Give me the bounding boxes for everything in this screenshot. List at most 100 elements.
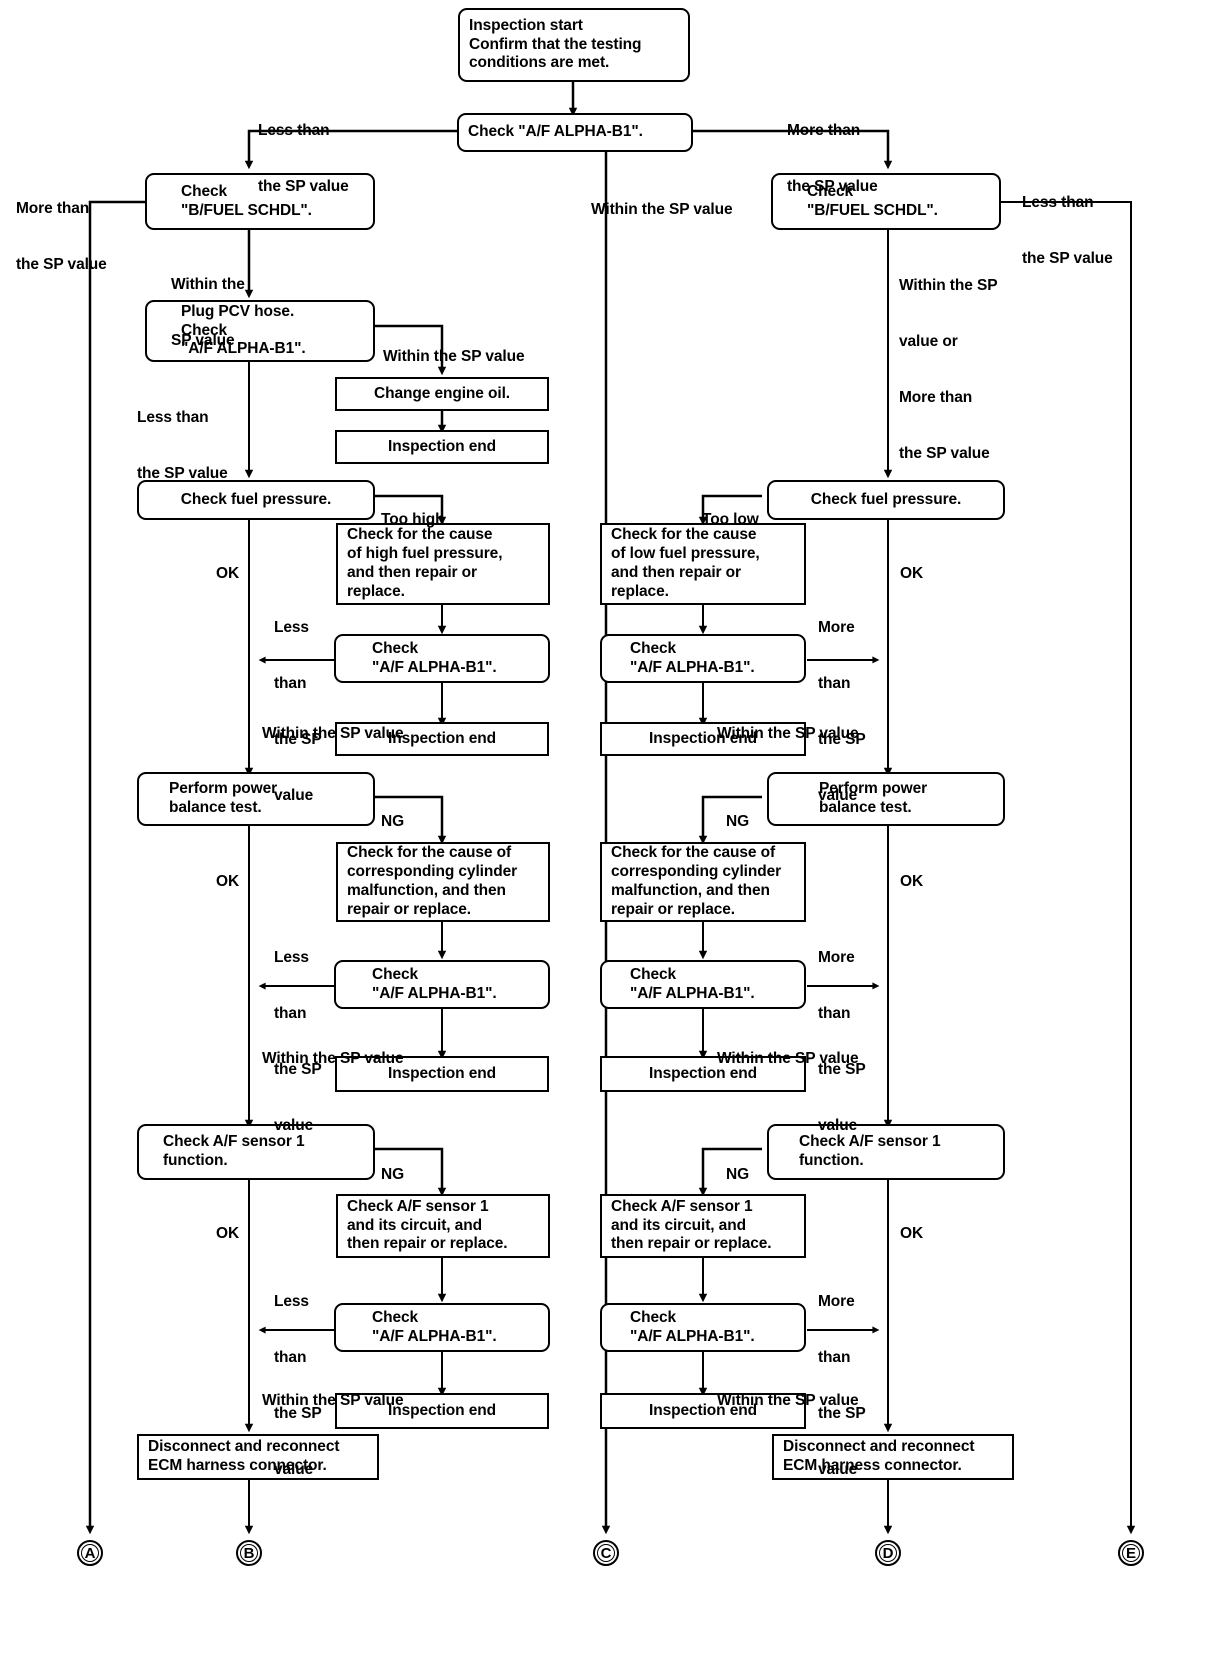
edge-label-less-than-sp-top-left: Less than the SP value [258,85,349,234]
edge-label-line: than [274,1348,307,1366]
edge-label-line: More [818,619,855,637]
node-line: conditions are met. [469,54,610,72]
terminator-label: D [882,1544,894,1562]
node-line: "B/FUEL SCHDL". [807,201,938,219]
edge-label-less-than-sp-stack-2: Less than the SP value [274,912,322,1172]
edge-label-ok-power-right: OK [900,836,923,929]
edge-label-line: NG [381,1166,405,1184]
node-line: then repair or replace. [347,1235,508,1253]
edge-label-line: SP value [171,331,235,349]
node-line: Check for the cause of [611,844,776,862]
edge-label-ok-sensor-left: OK [216,1188,239,1281]
node-inspection-start: Inspection start Confirm that the testin… [458,8,690,82]
node-line: Check [372,965,419,983]
edge-label-line: the SP value [787,177,878,195]
edge-label-line: OK [216,1225,240,1243]
edge-label-line: NG [381,813,405,831]
terminator-label: A [84,1544,96,1562]
node-line: Check [630,639,677,657]
edge-label-within-or-more-sp-right: Within the SP value or More than the SP … [899,240,998,500]
edge-label-line: OK [216,873,240,891]
node-line: malfunction, and then [611,882,770,899]
node-line: "A/F ALPHA-B1". [630,1327,755,1345]
edge-label-ok-sensor-right: OK [900,1188,923,1281]
edge-label-line: OK [900,1225,924,1243]
edge-label-line: More than [787,122,861,140]
edge-label-within-sp-right-2: Within the SP value [717,1013,859,1106]
edge-label-within-sp-right-1: Within the SP value [717,688,859,781]
node-check-af-alpha-b1-right-1: Check "A/F ALPHA-B1". [600,634,806,683]
edge-label-more-than-sp-stack-3: More than the SP value [818,1256,866,1516]
node-check-af-alpha-b1-right-2: Check "A/F ALPHA-B1". [600,960,806,1009]
edge-label-more-than-sp-top-right: More than the SP value [787,85,878,234]
terminator-d: D [875,1540,901,1566]
edge-label-within-sp-center: Within the SP value [591,164,733,257]
node-line: function. [163,1152,228,1169]
node-check-b-fuel-schdl-right: Check "B/FUEL SCHDL". [771,173,1001,230]
node-line: Check [372,1308,419,1326]
edge-label-line: NG [726,813,750,831]
node-line: Check fuel pressure. [180,490,332,508]
node-line: "B/FUEL SCHDL". [181,201,312,219]
edge-label-line: the SP [274,730,322,748]
edge-label-line: OK [900,565,924,583]
edge-label-line: Within the SP value [262,725,404,743]
edge-label-line: Within the SP value [717,1392,859,1410]
node-line: Check for the cause [347,526,493,544]
edge-label-line: Within the [171,276,245,294]
node-cause-high-fuel-pressure: Check for the cause of high fuel pressur… [336,523,550,605]
terminator-b: B [236,1540,262,1566]
edge-label-line: value [818,1460,858,1478]
node-check-fuel-pressure-right: Check fuel pressure. [767,480,1005,520]
node-line: Check for the cause of [347,844,512,862]
node-line: Check "A/F ALPHA-B1". [468,123,643,141]
edge-label-line: Within the SP value [717,1050,859,1068]
node-line: Inspection end [649,1064,757,1082]
node-line: replace. [611,582,669,600]
node-change-engine-oil: Change engine oil. [335,377,549,411]
node-line: "A/F ALPHA-B1". [372,1327,497,1345]
edge-label-line: the SP value [899,444,990,462]
edge-label-ng-power-right: NG [726,776,749,869]
node-check-af-sensor-1-function-left: Check A/F sensor 1 function. [137,1124,375,1180]
terminator-label: E [1125,1544,1136,1562]
edge-label-line: Less [274,619,309,637]
edge-label-line: value [274,1116,314,1134]
terminator-c: C [593,1540,619,1566]
node-line: "A/F ALPHA-B1". [630,984,755,1002]
edge-label-line: than [818,1004,851,1022]
edge-label-line: value [818,786,858,804]
edge-label-line: Within the SP value [591,201,733,219]
node-line: of high fuel pressure, [347,545,503,563]
node-line: repair or replace. [611,900,735,918]
edge-label-line: value [818,1116,858,1134]
edge-label-line: Less than [1022,194,1094,212]
edge-label-line: the SP [818,730,866,748]
edge-label-line: than [274,1004,307,1022]
terminator-label: B [243,1544,255,1562]
edge-label-within-sp-left: Within the SP value [171,239,245,388]
node-perform-power-balance-right: Perform power balance test. [767,772,1005,826]
node-check-b-fuel-schdl-left: Check "B/FUEL SCHDL". [145,173,375,230]
edge-label-within-sp-right-3: Within the SP value [717,1355,859,1448]
node-check-af-sensor-1-function-right: Check A/F sensor 1 function. [767,1124,1005,1180]
edge-label-line: Less than [137,409,209,427]
node-line: Disconnect and reconnect [148,1438,340,1456]
node-line: Disconnect and reconnect [783,1438,975,1456]
node-check-af-sensor-circuit-right: Check A/F sensor 1 and its circuit, and … [600,1194,806,1258]
node-line: "A/F ALPHA-B1". [372,658,497,676]
edge-label-more-than-sp-stack-2: More than the SP value [818,912,866,1172]
node-line: Inspection end [388,1064,496,1082]
node-line: Inspection end [649,729,757,747]
node-line: malfunction, and then [347,882,506,899]
node-line: ECM harness connector. [148,1457,327,1474]
node-inspection-end-3: Inspection end [335,1056,549,1092]
node-line: balance test. [169,799,262,816]
node-check-af-alpha-b1-right-3: Check "A/F ALPHA-B1". [600,1303,806,1352]
edge-label-line: the SP value [1022,249,1113,267]
edge-label-line: the SP value [16,255,107,273]
edge-label-line: Within the SP value [262,1392,404,1410]
edge-label-within-sp-left-3: Within the SP value [262,1355,404,1448]
edge-label-line: value [274,1460,314,1478]
